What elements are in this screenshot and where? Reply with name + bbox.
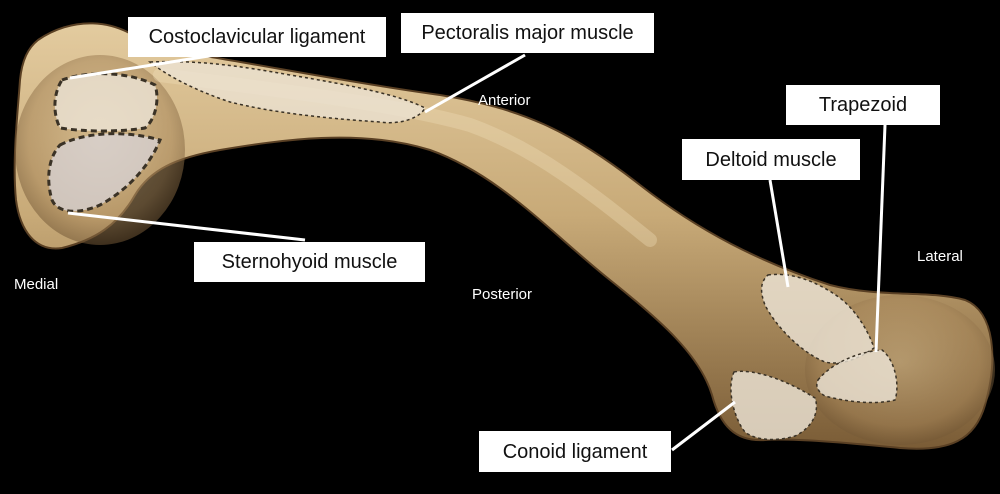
sternohyoid-leader xyxy=(67,211,306,242)
trapezoid-leader xyxy=(874,124,887,353)
costoclavicular-label: Costoclavicular ligament xyxy=(128,17,386,57)
lateral-label: Lateral xyxy=(917,248,963,265)
trapezoid-area xyxy=(816,349,898,404)
medial-label: Medial xyxy=(14,276,59,293)
pectoralis-label: Pectoralis major muscle xyxy=(401,13,654,53)
conoid-label: Conoid ligament xyxy=(479,431,671,472)
conoid-area xyxy=(730,370,818,441)
pectoralis-area xyxy=(147,60,427,124)
anterior-label: Anterior xyxy=(478,92,531,109)
sternohyoid-label: Sternohyoid muscle xyxy=(194,242,425,282)
deltoid-label: Deltoid muscle xyxy=(682,139,860,180)
pectoralis-leader xyxy=(424,53,526,114)
posterior-label: Posterior xyxy=(472,286,533,303)
trapezoid-label: Trapezoid xyxy=(786,85,940,125)
costoclavicular-leader xyxy=(69,53,216,80)
deltoid-leader xyxy=(768,179,790,288)
conoid-leader xyxy=(671,400,736,452)
costoclavicular-area xyxy=(53,72,159,133)
sternohyoid-area xyxy=(47,132,163,213)
